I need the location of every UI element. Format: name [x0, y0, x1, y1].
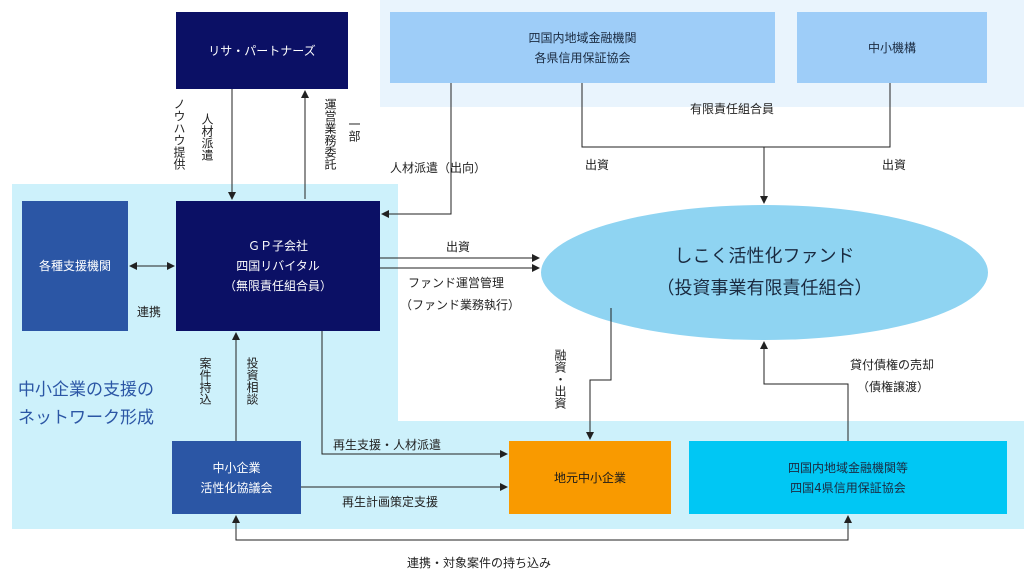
shikoku-financial-box: 四国内地域金融機関 各県信用保証協会	[390, 12, 775, 83]
revival-support-label: 再生支援・人材派遣	[333, 438, 442, 452]
regional-financial-box: 四国内地域金融機関等 四国4県信用保証協会	[689, 441, 1007, 514]
financing-arrow	[586, 308, 612, 440]
shikoku-financial-line2: 各県信用保証協会	[534, 50, 631, 65]
bottom-link	[232, 515, 852, 541]
gp-line1: ＧＰ子会社	[247, 239, 308, 253]
revival-support-arrow	[321, 331, 508, 458]
investment-left-line	[581, 83, 891, 148]
operation-outsource-label: 運営業務委託	[323, 98, 337, 170]
plan-support-label: 再生計画策定支援	[342, 495, 439, 509]
support-agencies-label: 各種支援機関	[38, 259, 111, 273]
fund-ellipse: しこく活性化ファンド （投資事業有限責任組合）	[541, 205, 988, 340]
loan-sale-arrow	[760, 341, 849, 441]
financing-label: 融資・出資	[553, 349, 567, 409]
know-how-label: ノウハウ提供	[172, 98, 186, 170]
partial-label: 一部	[347, 118, 361, 142]
cooperation-label: 連携	[137, 305, 162, 319]
fund-line2: （投資事業有限責任組合）	[656, 277, 873, 299]
secondment-arrow	[381, 83, 452, 218]
network-title-line1: 中小企業の支援の	[18, 380, 154, 400]
smrj-box: 中小機構	[797, 12, 987, 83]
fund-management-label: ファンド運営管理	[408, 276, 505, 290]
investment-right-label: 出資	[882, 158, 907, 172]
council-line1: 中小企業	[212, 460, 261, 475]
network-title-line2: ネットワーク形成	[18, 408, 154, 428]
fund-line1: しこく活性化ファンド	[674, 245, 855, 267]
staff-dispatch-label: 人材派遣	[200, 113, 214, 161]
gp-subsidiary-box: ＧＰ子会社 四国リバイタル （無限責任組合員）	[176, 201, 380, 331]
loan-sale-label: 貸付債権の売却	[850, 358, 935, 372]
loan-assign-label: （債権譲渡）	[857, 380, 930, 394]
shikoku-financial-line1: 四国内地域金融機関	[528, 30, 637, 45]
lisa-partners-box: リサ・パートナーズ	[176, 12, 348, 89]
network-title: 中小企業の支援の ネットワーク形成	[18, 376, 154, 432]
case-bring-label: 案件持込	[198, 357, 212, 405]
limited-partners-label: 有限責任組合員	[690, 102, 775, 116]
regional-financial-line2: 四国4県信用保証協会	[790, 480, 906, 495]
local-sme-box: 地元中小企業	[509, 441, 671, 514]
smrj-label: 中小機構	[867, 40, 916, 55]
fund-execution-label: （ファンド業務執行）	[400, 298, 521, 312]
gp-investment-label: 出資	[446, 240, 471, 254]
investment-left-label: 出資	[585, 158, 610, 172]
council-box: 中小企業 活性化協議会	[172, 441, 301, 514]
bottom-link-label: 連携・対象案件の持ち込み	[407, 556, 552, 570]
consult-label: 投資相談	[245, 357, 259, 405]
support-agencies-box: 各種支援機関	[22, 201, 128, 331]
gp-line2: 四国リバイタル	[236, 259, 320, 273]
lisa-partners-label: リサ・パートナーズ	[208, 43, 316, 58]
gp-line3: （無限責任組合員）	[223, 279, 332, 293]
council-line2: 活性化協議会	[200, 480, 273, 495]
secondment-label: 人材派遣（出向）	[390, 161, 487, 175]
regional-financial-line1: 四国内地域金融機関等	[787, 460, 908, 475]
local-sme-label: 地元中小企業	[553, 470, 626, 485]
